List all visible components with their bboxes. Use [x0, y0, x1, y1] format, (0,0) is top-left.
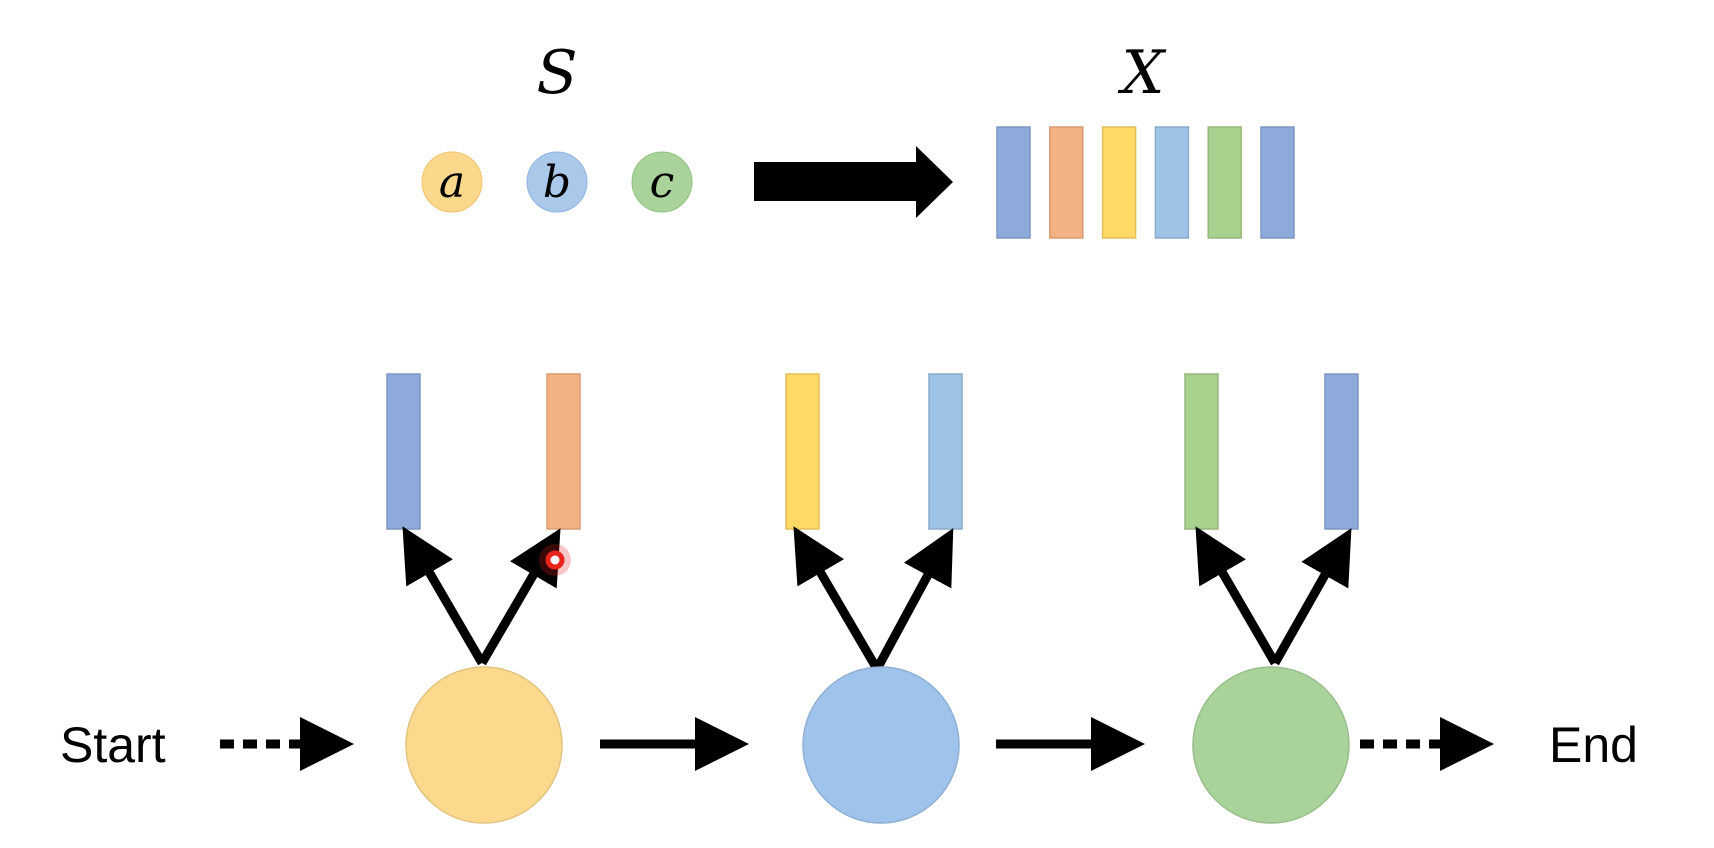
output-sequence	[996, 126, 1295, 239]
emission-arrow	[873, 528, 954, 672]
symbol-c-label: c	[650, 157, 675, 208]
symbol-c: c	[631, 151, 693, 213]
symbol-a-label: a	[439, 157, 465, 208]
state-chain	[405, 666, 1350, 824]
emission-arrows	[402, 526, 1352, 672]
symbol-a-circle	[421, 151, 483, 213]
hidden-state-node	[1192, 666, 1350, 824]
emission-arrow	[402, 526, 486, 666]
emission-bar	[546, 373, 581, 530]
mapping-arrow	[754, 146, 953, 218]
emission-arrow	[1195, 526, 1279, 666]
symbol-c-circle	[631, 151, 693, 213]
emission-bar	[785, 373, 820, 530]
emission-bar	[1184, 373, 1219, 530]
emission-bar	[386, 373, 421, 530]
symbol-a: a	[421, 151, 483, 213]
symbol-b: b	[526, 151, 588, 213]
emission-bars	[386, 373, 1359, 530]
emission-bar	[928, 373, 963, 530]
output-bar	[1101, 126, 1137, 239]
emission-arrow	[478, 528, 561, 666]
symbol-b-label: b	[543, 157, 571, 208]
output-bar	[1207, 126, 1242, 239]
output-bar	[996, 126, 1031, 239]
symbol-set-label: S	[536, 38, 577, 108]
end-label: End	[1549, 717, 1638, 773]
output-bar	[1154, 126, 1190, 239]
symbol-b-circle	[526, 151, 588, 213]
hidden-state-node	[802, 666, 960, 824]
emission-arrow	[793, 526, 881, 672]
output-sequence-label: X	[1118, 38, 1167, 108]
pointer-indicator	[539, 544, 571, 576]
output-bar	[1049, 126, 1084, 239]
emission-arrow	[1271, 528, 1352, 666]
pointer-ring	[545, 550, 565, 570]
start-label: Start	[60, 717, 166, 773]
output-bar	[1260, 126, 1295, 239]
hidden-state-node	[405, 666, 563, 824]
emission-bar	[1324, 373, 1359, 530]
